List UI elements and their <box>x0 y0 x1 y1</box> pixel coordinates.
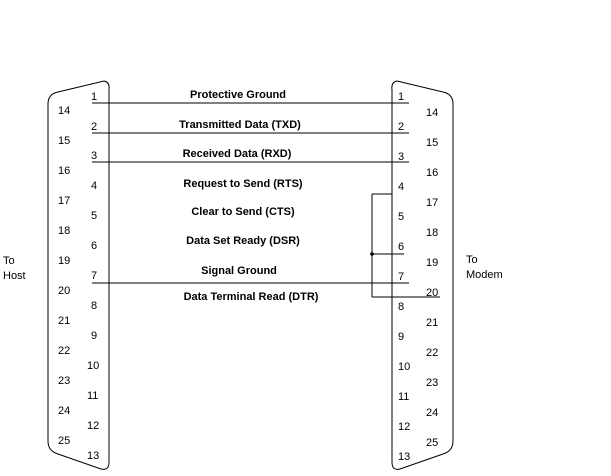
left-connector-shell <box>47 80 110 470</box>
signal-label-protective-ground: Protective Ground <box>190 89 286 101</box>
junction-dot <box>370 252 374 256</box>
signal-label-dsr: Data Set Ready (DSR) <box>186 235 300 247</box>
host-label-host: Host <box>3 270 26 282</box>
left-pin-8: 8 <box>91 300 97 312</box>
right-pin-11: 11 <box>398 391 409 403</box>
left-pin-6: 6 <box>91 240 97 252</box>
host-label-to: To <box>3 255 15 267</box>
right-pin-6: 6 <box>398 241 404 253</box>
left-pin-22: 22 <box>58 345 70 357</box>
left-pin-25: 25 <box>58 435 70 447</box>
right-pin-2: 2 <box>398 121 404 133</box>
right-pin-14: 14 <box>426 107 438 119</box>
modem-label-to: To <box>466 254 478 266</box>
left-pin-10: 10 <box>87 360 99 372</box>
modem-label-modem: Modem <box>466 269 503 281</box>
right-pin-20: 20 <box>426 287 438 299</box>
left-pin-23: 23 <box>58 375 70 387</box>
right-pin-22: 22 <box>426 347 438 359</box>
left-pin-3: 3 <box>91 150 97 162</box>
right-pin-16: 16 <box>426 167 438 179</box>
signal-label-rxd: Received Data (RXD) <box>183 148 292 160</box>
right-pin-1: 1 <box>398 91 404 103</box>
right-pin-13: 13 <box>398 451 410 463</box>
signal-label-signal-ground: Signal Ground <box>201 265 277 277</box>
left-pin-7: 7 <box>91 270 97 282</box>
right-connector-shell <box>391 80 454 470</box>
left-pin-5: 5 <box>91 210 97 222</box>
left-pin-13: 13 <box>87 450 99 462</box>
left-pin-15: 15 <box>58 135 70 147</box>
right-pin-12: 12 <box>398 421 410 433</box>
left-pin-16: 16 <box>58 165 70 177</box>
left-pin-1: 1 <box>91 91 97 103</box>
right-pin-15: 15 <box>426 137 438 149</box>
signal-label-cts: Clear to Send (CTS) <box>191 206 295 218</box>
left-pin-24: 24 <box>58 405 70 417</box>
left-pin-9: 9 <box>91 330 97 342</box>
right-pin-23: 23 <box>426 377 438 389</box>
left-pin-19: 19 <box>58 255 70 267</box>
left-pin-17: 17 <box>58 195 70 207</box>
left-pin-14: 14 <box>58 105 70 117</box>
left-pin-4: 4 <box>91 180 97 192</box>
right-pin-5: 5 <box>398 211 404 223</box>
right-pin-25: 25 <box>426 437 438 449</box>
right-pin-18: 18 <box>426 227 438 239</box>
left-pin-21: 21 <box>58 315 70 327</box>
left-pin-2: 2 <box>91 121 97 133</box>
left-pin-20: 20 <box>58 285 70 297</box>
left-pin-18: 18 <box>58 225 70 237</box>
signal-label-txd: Transmitted Data (TXD) <box>179 119 301 131</box>
right-pin-24: 24 <box>426 407 438 419</box>
right-pin-7: 7 <box>398 271 404 283</box>
right-pin-3: 3 <box>398 151 404 163</box>
right-pin-4: 4 <box>398 181 404 193</box>
right-pin-10: 10 <box>398 361 410 373</box>
signal-label-dtr: Data Terminal Read (DTR) <box>184 291 319 303</box>
left-pin-11: 11 <box>87 390 98 402</box>
right-pin-9: 9 <box>398 331 404 343</box>
right-pin-17: 17 <box>426 197 438 209</box>
right-pin-8: 8 <box>398 301 404 313</box>
signal-label-rts: Request to Send (RTS) <box>183 178 303 190</box>
right-pin-19: 19 <box>426 257 438 269</box>
left-pin-12: 12 <box>87 420 99 432</box>
right-pin-21: 21 <box>426 317 438 329</box>
